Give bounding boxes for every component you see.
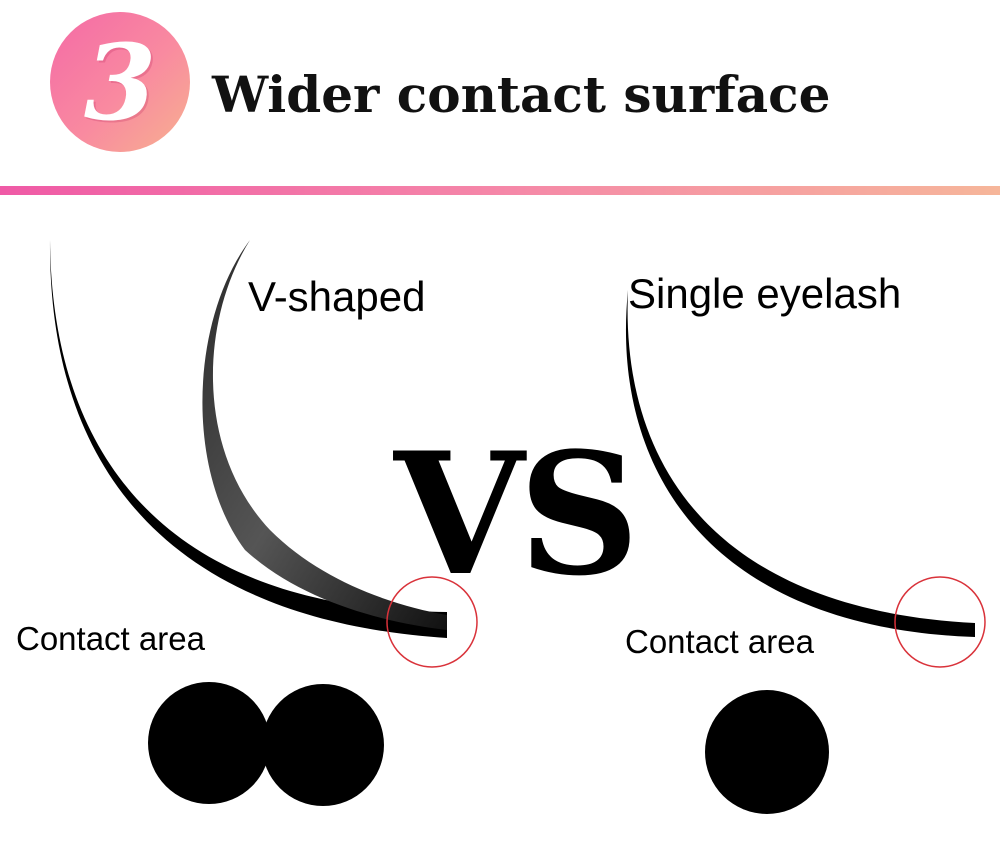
left-contact-dot-2 [262, 684, 384, 806]
single-lash-curve [625, 290, 975, 637]
step-badge: 3 [50, 12, 190, 152]
page-title: Wider contact surface [212, 65, 831, 124]
step-number: 3 [83, 20, 157, 144]
left-contact-dot-1 [148, 682, 270, 804]
v-shaped-label: V-shaped [248, 273, 426, 320]
right-contact-area-label: Contact area [625, 623, 814, 660]
vs-text: VS [394, 415, 640, 613]
header-divider [0, 186, 1000, 195]
right-contact-dot [705, 690, 829, 814]
left-contact-area-label: Contact area [16, 620, 205, 657]
v-lash-inner-curve [202, 240, 447, 630]
left-contact-highlight [386, 576, 478, 668]
single-eyelash-label: Single eyelash [628, 270, 902, 317]
right-contact-highlight [894, 576, 986, 668]
